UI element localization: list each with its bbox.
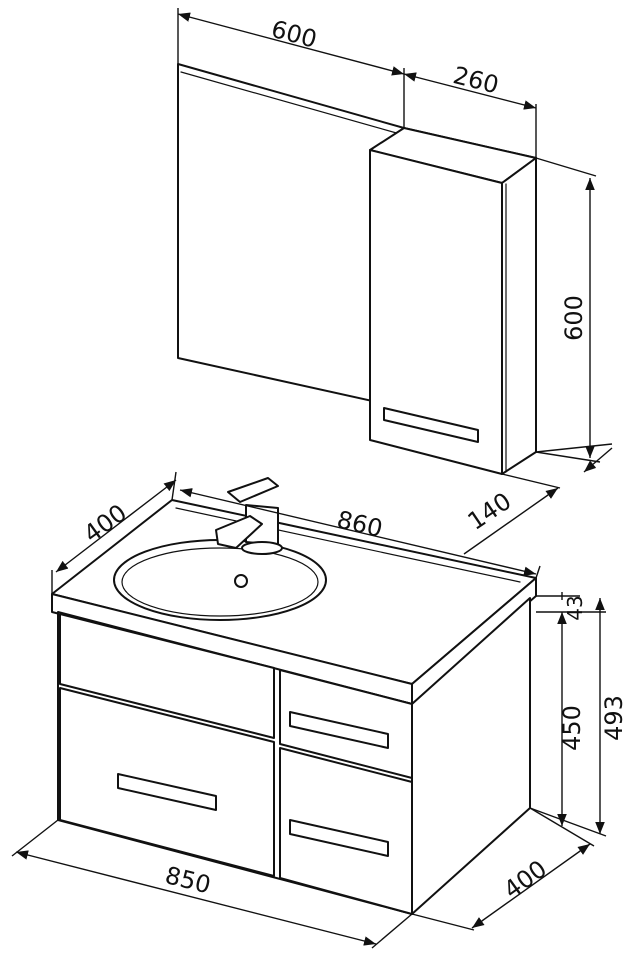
handle-left-door xyxy=(117,773,217,811)
dim-body-height: 450 xyxy=(558,705,586,751)
handle-bottom-right xyxy=(289,819,389,857)
dim-mirror-height: 600 xyxy=(560,295,588,341)
cabinet-handle xyxy=(383,407,479,443)
handle-top-right xyxy=(289,711,389,749)
vanity-unit xyxy=(51,477,537,915)
dim-cabinet-depth: 140 xyxy=(463,487,517,536)
dim-base-width: 850 xyxy=(162,861,213,899)
wall-cabinet xyxy=(369,127,537,475)
dim-base-depth: 400 xyxy=(499,855,553,905)
dim-cabinet-width: 260 xyxy=(450,61,501,99)
dim-total-height: 493 xyxy=(600,695,628,741)
dim-top-thickness: 43 xyxy=(563,595,587,620)
top-drawer-left xyxy=(59,613,275,739)
dimension-lines xyxy=(11,8,613,949)
sink-basin xyxy=(113,539,327,621)
dim-mirror-width: 600 xyxy=(268,15,319,54)
